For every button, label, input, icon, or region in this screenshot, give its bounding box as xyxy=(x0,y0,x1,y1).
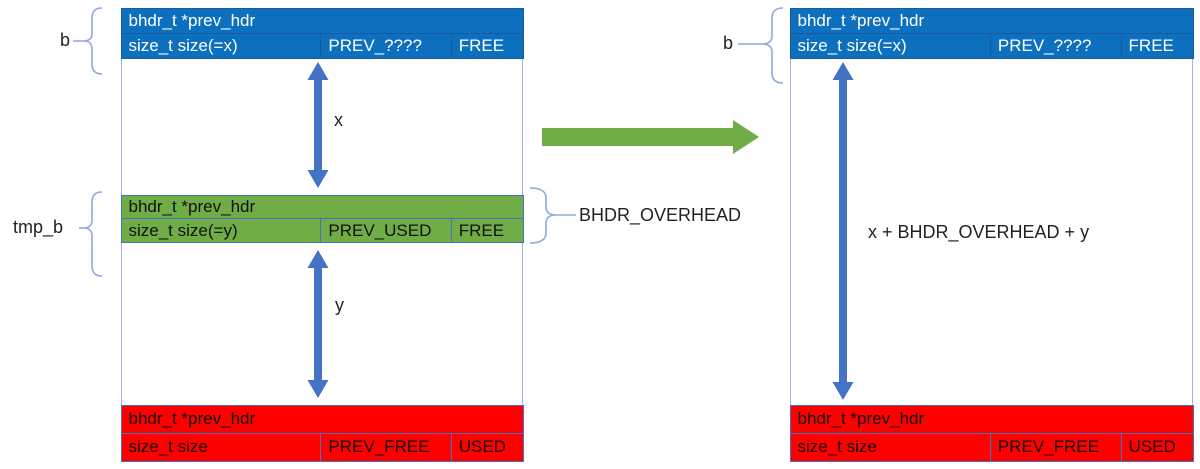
heap-region-before: bhdr_t *prev_hdr size_t size(=x) PREV_??… xyxy=(120,7,524,462)
prev-hdr-field: bhdr_t *prev_hdr xyxy=(121,196,523,219)
overhead-brace xyxy=(529,187,557,244)
size-flags-row: size_t size(=y) PREV_USED FREE xyxy=(122,219,523,242)
tmp-b-brace xyxy=(83,191,103,277)
size-field: size_t size(=x) xyxy=(797,35,907,55)
prev-flag-field: PREV_FREE xyxy=(320,433,450,461)
size-field: size_t size xyxy=(797,437,877,456)
size-flags-row: size_t size(=x) PREV_???? FREE xyxy=(791,33,1193,58)
free-block-header-tmp-b: bhdr_t *prev_hdr size_t size(=y) PREV_US… xyxy=(120,195,524,243)
state-flag-field: FREE xyxy=(450,219,523,242)
prev-flag-field: PREV_???? xyxy=(320,33,450,58)
coalesce-transition-arrow xyxy=(542,120,759,154)
used-block-header: bhdr_t *prev_hdr size_t size PREV_FREE U… xyxy=(120,404,524,462)
prev-hdr-field: bhdr_t *prev_hdr xyxy=(790,9,1193,34)
used-block-header: bhdr_t *prev_hdr size_t size PREV_FREE U… xyxy=(789,404,1194,462)
state-flag-field: USED xyxy=(1120,433,1193,461)
merged-size-label: x + BHDR_OVERHEAD + y xyxy=(868,222,1090,242)
b-pointer-label: b xyxy=(60,30,71,50)
bhdr-overhead-label: BHDR_OVERHEAD xyxy=(579,205,742,225)
tmp-b-pointer-label: tmp_b xyxy=(13,217,64,237)
prev-hdr-field: bhdr_t *prev_hdr xyxy=(121,9,523,34)
size-flags-row: size_t size PREV_FREE USED xyxy=(791,433,1193,461)
prev-flag-field: PREV_???? xyxy=(989,33,1121,58)
heap-region-after: bhdr_t *prev_hdr size_t size(=x) PREV_??… xyxy=(789,7,1194,462)
prev-hdr-field: bhdr_t *prev_hdr xyxy=(121,406,523,434)
b-pointer-label-right: b xyxy=(723,33,734,53)
prev-flag-field: PREV_FREE xyxy=(989,433,1121,461)
b-brace-right xyxy=(761,7,784,84)
size-flags-row: size_t size(=x) PREV_???? FREE xyxy=(122,33,523,58)
size-field: size_t size(=y) xyxy=(128,220,238,240)
b-brace-left xyxy=(83,7,103,75)
size-field: size_t size xyxy=(128,437,208,456)
state-flag-field: USED xyxy=(450,433,523,461)
free-block-header-b: bhdr_t *prev_hdr size_t size(=x) PREV_??… xyxy=(120,7,524,59)
prev-hdr-field: bhdr_t *prev_hdr xyxy=(790,406,1193,434)
state-flag-field: FREE xyxy=(1120,33,1193,58)
free-block-header-b: bhdr_t *prev_hdr size_t size(=x) PREV_??… xyxy=(789,7,1194,59)
prev-flag-field: PREV_USED xyxy=(320,219,450,242)
x-size-label: x xyxy=(334,110,343,130)
state-flag-field: FREE xyxy=(450,33,523,58)
size-field: size_t size(=x) xyxy=(128,35,238,55)
size-flags-row: size_t size PREV_FREE USED xyxy=(122,433,523,461)
y-size-label: y xyxy=(335,295,344,315)
